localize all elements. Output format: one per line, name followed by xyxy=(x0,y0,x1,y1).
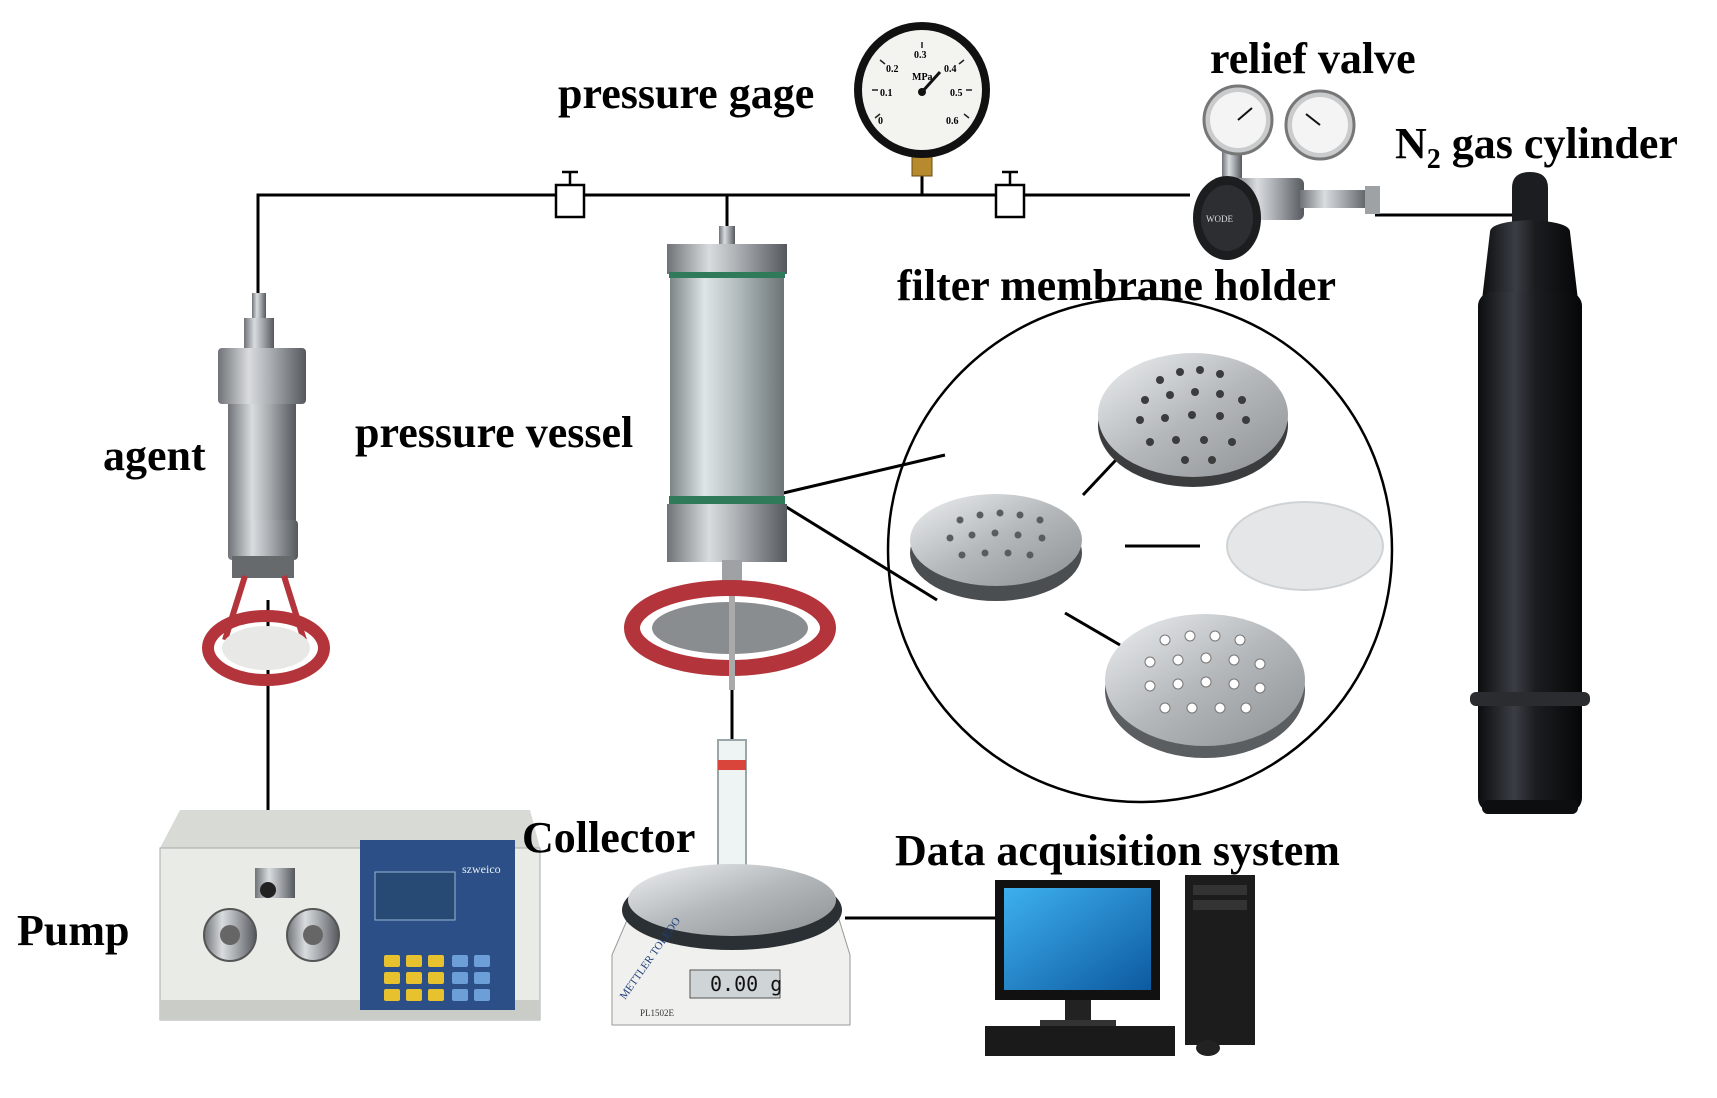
gauge-scale-4: 0.4 xyxy=(944,64,957,75)
gauge-scale-1: 0.1 xyxy=(880,88,893,99)
label-n2-suffix: gas cylinder xyxy=(1441,119,1678,168)
label-filter-membrane-holder: filter membrane holder xyxy=(897,261,1336,310)
callout-line-upper xyxy=(774,453,946,497)
callout-line-lower xyxy=(774,498,938,602)
relief-valve-regulator[interactable]: WODE xyxy=(1193,84,1380,260)
gauge-scale-6: 0.6 xyxy=(946,116,959,127)
pump-unit: szweico xyxy=(159,810,541,1021)
label-n2-subscript: 2 xyxy=(1427,144,1441,175)
data-acquisition-computer xyxy=(985,875,1255,1056)
label-n2-prefix: N xyxy=(1395,119,1427,168)
regulator-knob-text: WODE xyxy=(1206,214,1233,224)
balance-display: 0.00 g xyxy=(710,972,782,996)
gas-line-top xyxy=(256,193,1190,293)
label-pressure-gage: pressure gage xyxy=(558,69,814,118)
filter-disc-top xyxy=(1098,353,1288,487)
gauge-unit: MPa xyxy=(912,72,933,83)
label-collector: Collector xyxy=(522,813,695,862)
valve-right[interactable] xyxy=(994,170,1026,219)
collector-balance: 0.00 g METTLER TOLEDO PL1502E xyxy=(611,739,851,1026)
balance-model: PL1502E xyxy=(640,1008,675,1018)
label-pump: Pump xyxy=(17,906,129,955)
labels: pressure gage relief valve N2 gas cylind… xyxy=(17,34,1678,955)
gauge-scale-0: 0 xyxy=(878,116,883,127)
filter-callout-circle xyxy=(886,296,1394,804)
gauge-scale-3: 0.3 xyxy=(914,50,927,61)
label-agent: agent xyxy=(103,431,206,480)
agent-cylinder xyxy=(202,293,330,686)
valve-left[interactable] xyxy=(554,170,586,219)
membrane-pointer-3 xyxy=(1064,611,1121,647)
label-n2-gas-cylinder: N2 gas cylinder xyxy=(1395,119,1678,175)
filter-disc-bottom xyxy=(1105,614,1305,758)
label-relief-valve: relief valve xyxy=(1210,34,1416,83)
n2-gas-cylinder xyxy=(1470,172,1590,814)
label-pressure-vessel: pressure vessel xyxy=(355,408,633,457)
pump-brand: szweico xyxy=(462,862,501,876)
gauge-scale-5: 0.5 xyxy=(950,88,963,99)
gauge-scale-2: 0.2 xyxy=(886,64,899,75)
label-data-acquisition: Data acquisition system xyxy=(895,826,1340,875)
pressure-vessel xyxy=(624,226,836,690)
filter-membrane-sheet xyxy=(1226,501,1384,591)
pressure-gauge: 0 0.1 0.2 0.3 0.4 0.5 0.6 MPa xyxy=(854,22,990,177)
filter-disc-left xyxy=(910,494,1082,601)
